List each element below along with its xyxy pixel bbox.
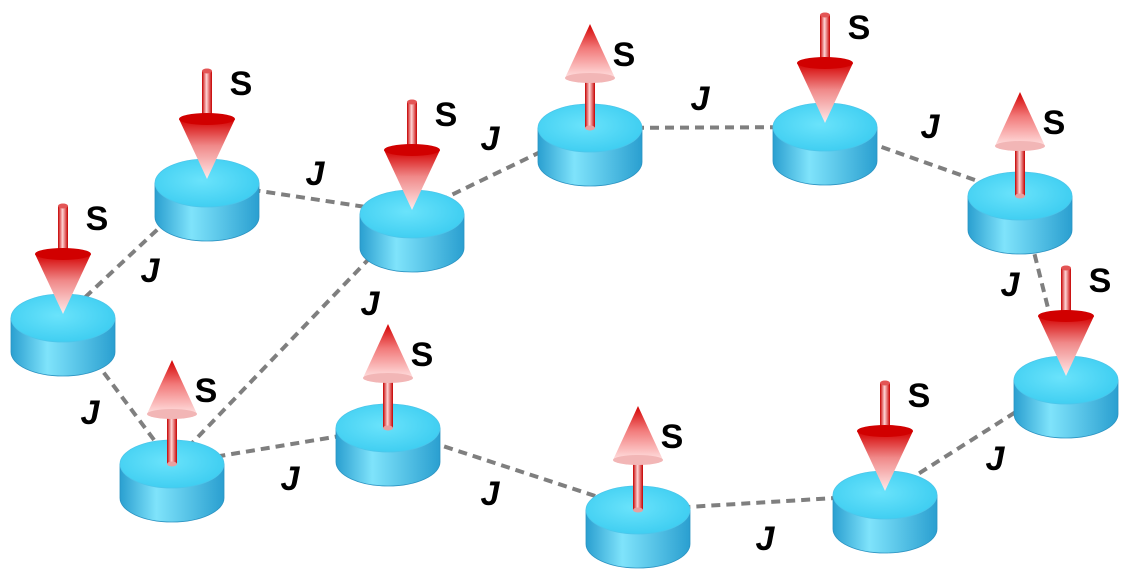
spin-up-arrow <box>565 24 615 131</box>
coupling-label-j: J <box>141 252 161 290</box>
spin-label-s: S <box>848 9 871 47</box>
coupling-label-j: J <box>361 285 381 323</box>
exchange-bond <box>637 493 886 512</box>
exchange-bond <box>170 212 414 466</box>
spin-label-s: S <box>1043 104 1066 142</box>
coupling-label-j: J <box>986 440 1006 478</box>
coupling-label-j: J <box>691 80 711 118</box>
spin-up-arrow <box>995 92 1045 199</box>
spin-label-s: S <box>1089 262 1112 300</box>
spin-label-s: S <box>435 96 458 134</box>
spin-down-arrow <box>179 68 235 179</box>
coupling-label-j: J <box>756 520 776 558</box>
spin-label-s: S <box>613 36 636 74</box>
spin-label-s: S <box>230 65 253 103</box>
spin-label-s: S <box>661 418 684 456</box>
coupling-label-j: J <box>481 120 501 158</box>
spin-up-arrow <box>147 360 197 467</box>
spin-down-arrow <box>384 99 440 210</box>
spin-site-disk <box>832 470 938 554</box>
spin-down-arrow <box>797 12 853 123</box>
spin-site-disk <box>359 189 465 273</box>
spin-down-arrow <box>857 380 913 491</box>
spin-up-arrow <box>613 406 663 513</box>
spin-down-arrow <box>1038 265 1094 376</box>
spin-down-arrow <box>35 203 91 314</box>
spin-label-s: S <box>908 377 931 415</box>
coupling-label-j: J <box>281 460 301 498</box>
coupling-label-j: J <box>921 108 941 146</box>
spin-label-s: S <box>195 372 218 410</box>
coupling-label-j: J <box>481 475 501 513</box>
spin-site-disk <box>10 293 116 377</box>
spin-up-arrow <box>363 324 413 431</box>
spin-arrow-layer <box>35 12 1094 513</box>
exchange-bond <box>61 181 209 320</box>
spin-site-disk <box>154 158 260 242</box>
spin-label-s: S <box>411 336 434 374</box>
spin-site-disk <box>585 485 691 569</box>
coupling-label-j: J <box>81 394 101 432</box>
coupling-label-j: J <box>306 155 326 193</box>
site-disk-layer <box>10 102 1119 569</box>
spin-label-s: S <box>86 200 109 238</box>
spin-site-disk <box>772 102 878 186</box>
coupling-label-j: J <box>1001 266 1021 304</box>
